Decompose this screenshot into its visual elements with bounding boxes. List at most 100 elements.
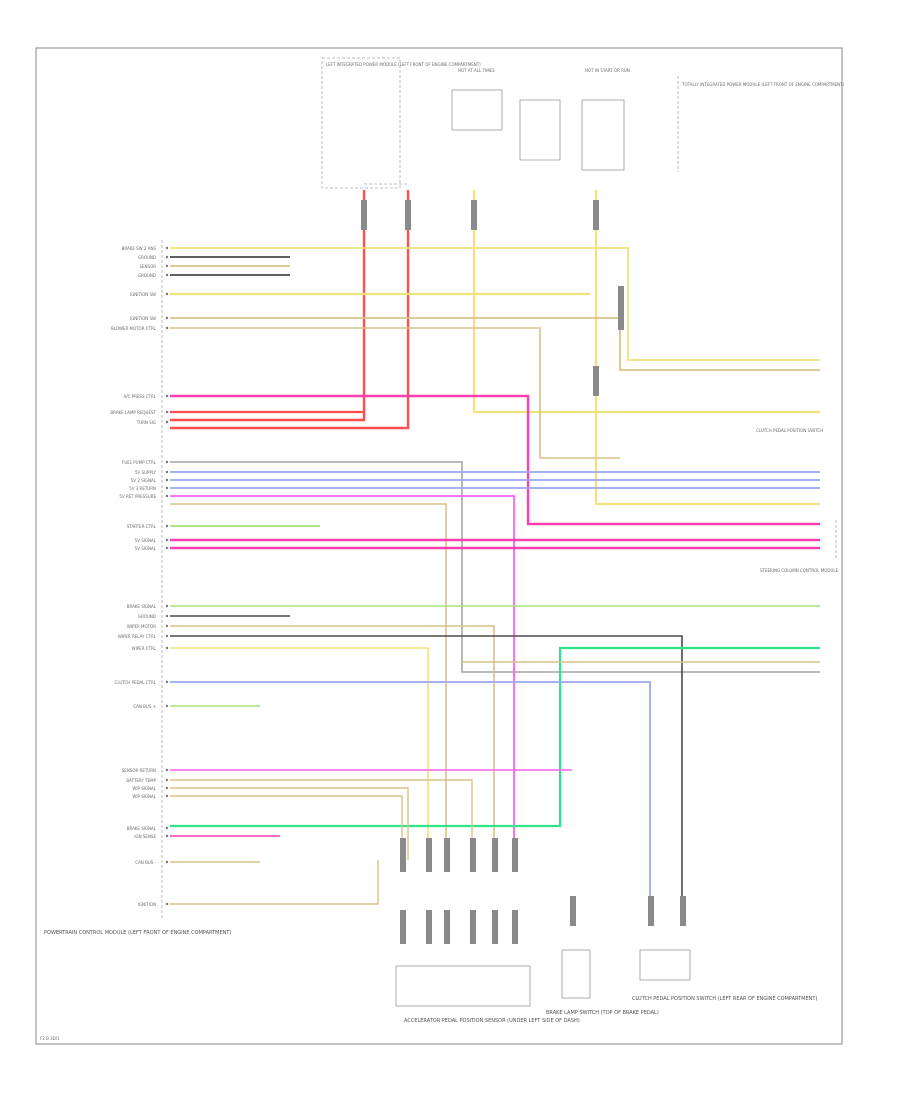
pin-label: IGNITION SW xyxy=(130,292,156,297)
pin-terminal xyxy=(165,778,169,782)
wire-tan-6 xyxy=(170,625,495,860)
pin-terminal xyxy=(165,478,169,482)
top-relay: HOT IN START OR RUN xyxy=(519,68,630,171)
pin-terminal xyxy=(165,460,169,464)
pin-terminal xyxy=(165,826,169,830)
pin-terminal xyxy=(165,470,169,474)
wire-tan-3 xyxy=(170,317,820,371)
pin-label: WIPER MOTOR xyxy=(127,624,156,629)
pin-terminal xyxy=(165,768,169,772)
pin-label: IGN SENSE xyxy=(134,834,156,839)
pin-terminal xyxy=(165,316,169,320)
pin-terminal xyxy=(165,634,169,638)
pin-labels: BRAKE SW 2 ANS GROUND SENSOR GROUND IGNITION… xyxy=(110,246,169,907)
pin-label: WIPER RELAY CTRL xyxy=(118,634,157,639)
wire-tan-12 xyxy=(170,860,379,905)
wire-magenta-1 xyxy=(170,495,515,860)
wire-tan-9 xyxy=(170,787,409,860)
pin-terminal xyxy=(165,538,169,542)
pin-label: WIP SIGNAL xyxy=(132,794,156,799)
pin-label: CLUTCH PEDAL CTRL xyxy=(115,680,157,685)
wire-pink-1 xyxy=(170,394,820,526)
wire-tan-8 xyxy=(170,779,473,860)
pin-terminal xyxy=(165,834,169,838)
top-fuse-block: HOT AT ALL TIMES xyxy=(451,68,503,131)
pin-label: WIPER CTRL xyxy=(132,646,157,651)
pin-terminal xyxy=(165,680,169,684)
pin-label: 5V SUPPLY xyxy=(135,470,157,475)
pin-terminal xyxy=(165,524,169,528)
pcm-module-label: POWERTRAIN CONTROL MODULE (LEFT FRONT OF… xyxy=(44,930,231,936)
clutch-switch-group: CLUTCH PEDAL POSITION SWITCH (LEFT REAR … xyxy=(632,896,817,1002)
pin-label: IGNITION SW xyxy=(130,316,156,321)
wire-yellow-top xyxy=(472,190,820,414)
pin-label: CAN BUS + xyxy=(133,704,156,709)
upper-connectors xyxy=(361,200,624,396)
pin-terminal xyxy=(165,246,169,250)
pin-terminal xyxy=(165,786,169,790)
wire-red-2 xyxy=(170,190,410,430)
pin-label: BRAKE SW 2 ANS xyxy=(122,246,157,251)
pin-label: 5V RET PRESSURE xyxy=(119,494,156,499)
top-left-module: LEFT INTEGRATED POWER MODULE (LEFT FRONT… xyxy=(321,57,481,189)
pin-label: BRAKE SIGNAL xyxy=(127,826,157,831)
pin-terminal xyxy=(165,264,169,268)
brake-switch-group: BRAKE LAMP SWITCH (TOP OF BRAKE PEDAL) xyxy=(546,896,659,1016)
top-left-module-label: LEFT INTEGRATED POWER MODULE (LEFT FRONT… xyxy=(326,62,481,67)
pin-terminal xyxy=(165,902,169,906)
wire-yellow-right xyxy=(594,190,820,506)
pin-terminal xyxy=(165,614,169,618)
pin-terminal xyxy=(165,292,169,296)
pin-label: FUEL PUMP CTRL xyxy=(122,460,157,465)
pin-label: BATTERY TEMP xyxy=(126,778,156,783)
pin-terminal xyxy=(165,794,169,798)
pin-terminal xyxy=(165,646,169,650)
pin-label: 5V 2 SIGNAL xyxy=(131,478,157,483)
pin-label: GROUND xyxy=(138,255,156,260)
pin-label: IGNITION xyxy=(138,902,156,907)
top-relay-label: HOT IN START OR RUN xyxy=(585,68,630,73)
wire-red-1 xyxy=(170,190,366,422)
clutch-relay-label: CLUTCH PEDAL POSITION SWITCH xyxy=(756,428,823,433)
clutch-switch-label: CLUTCH PEDAL POSITION SWITCH (LEFT REAR … xyxy=(632,996,817,1002)
pin-label: TURN SIG xyxy=(136,420,156,425)
pin-label: 5V SIGNAL xyxy=(135,538,157,543)
pin-terminal xyxy=(165,624,169,628)
pin-terminal xyxy=(165,326,169,330)
wire-blue-4 xyxy=(170,681,651,900)
pin-label: 5V SIGNAL xyxy=(135,546,157,551)
page-ref-label: F2 B 3D/1 xyxy=(40,1036,60,1041)
pin-terminal xyxy=(165,255,169,259)
pin-terminal xyxy=(165,273,169,277)
wire-yellow-3 xyxy=(170,647,429,860)
ipm-note-label: TOTALLY INTEGRATED POWER MODULE (LEFT FR… xyxy=(681,82,845,87)
top-fuse-block-label: HOT AT ALL TIMES xyxy=(458,68,495,73)
pin-label: CAN BUS - xyxy=(135,860,156,865)
pin-label: A/C PRESS CTRL xyxy=(124,394,157,399)
pin-terminal xyxy=(165,486,169,490)
accelerator-pedal-label: ACCELERATOR PEDAL POSITION SENSOR (UNDER… xyxy=(404,1018,580,1024)
pin-terminal xyxy=(165,410,169,414)
steering-module-label: STEERING COLUMN CONTROL MODULE xyxy=(760,568,839,573)
pin-label: SENSOR xyxy=(139,264,156,269)
pin-label: 5V 3 RETURN xyxy=(129,486,156,491)
wire-tan-10 xyxy=(170,795,403,860)
diagram-frame xyxy=(35,47,843,1045)
pin-terminal xyxy=(165,494,169,498)
wire-tan-4 xyxy=(170,327,620,459)
wires xyxy=(170,183,820,905)
pin-label: GROUND xyxy=(138,614,156,619)
pin-label: STARTER CTRL xyxy=(127,524,157,529)
pin-label: SENSOR RETURN xyxy=(122,768,156,773)
wire-gray-5 xyxy=(170,635,683,900)
pin-terminal xyxy=(165,704,169,708)
brake-switch-label: BRAKE LAMP SWITCH (TOP OF BRAKE PEDAL) xyxy=(546,1010,659,1016)
pin-terminal xyxy=(165,860,169,864)
wire-tan-1 xyxy=(170,247,820,361)
pedal-connectors: ACCELERATOR PEDAL POSITION SENSOR (UNDER… xyxy=(395,838,580,1024)
pin-label: BRAKE LAMP REQUEST xyxy=(110,410,156,415)
pin-label: WIP SIGNAL xyxy=(132,786,156,791)
pin-label: BRAKE SIGNAL xyxy=(127,604,157,609)
wire-tan-5 xyxy=(170,503,447,860)
